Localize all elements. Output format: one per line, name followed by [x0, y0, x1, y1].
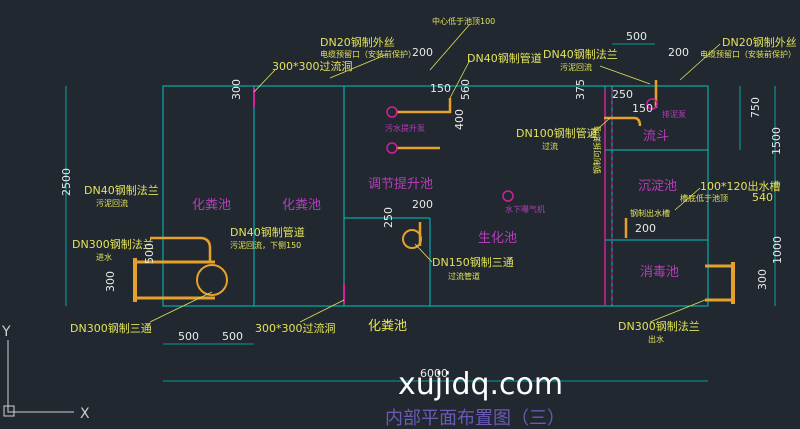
leader-outlet [649, 299, 706, 323]
aerator-label: 水下曝气机 [505, 204, 545, 214]
dim-560: 560 [459, 79, 472, 100]
dn300-tee-label: DN300钢制三通 [70, 322, 152, 335]
pump-lift-label: 污水提升泵 [385, 123, 425, 133]
leader-center [429, 23, 471, 71]
dn20-right-line1: DN20钢制外丝 [722, 36, 797, 49]
hole-top-label: 300*300过流洞 [272, 59, 353, 73]
dimension-lines [65, 43, 776, 382]
dn300-out-line2: 出水 [648, 334, 664, 344]
leader-weir [674, 187, 701, 211]
dim-150: 150 [430, 82, 451, 95]
leader-dn40-top [449, 59, 471, 99]
dim-200-top-right: 200 [668, 46, 689, 59]
zone-septic-1: 化粪池 [192, 198, 231, 213]
aerator-icon [502, 190, 514, 202]
dn150-tee [402, 229, 422, 249]
drawing-title: 内部平面布置图（三） [385, 408, 565, 429]
dim-500-bot-b: 500 [222, 330, 243, 343]
dim-250-mid: 250 [382, 207, 395, 228]
leader-dn100 [589, 117, 611, 137]
zone-regulating: 调节提升池 [368, 176, 433, 192]
dn40-right-line2: 污泥回流 [560, 62, 592, 72]
tank-outline [162, 85, 709, 307]
dn100-line1: DN100钢制管道 [516, 126, 598, 140]
hole-markers [253, 88, 613, 306]
outlet-trough-label: 钢制出水槽 [630, 208, 670, 218]
zone-flow-trough: 流斗 [643, 129, 669, 144]
zone-disinfection: 消毒池 [640, 265, 679, 280]
dn40-left-line2: 污泥回流 [96, 198, 128, 208]
dn100-overflow [604, 116, 642, 127]
axis-x-label: X [80, 406, 90, 422]
dn40-mid-line1: DN40钢制管道 [230, 225, 305, 239]
dim-1000: 1000 [771, 236, 784, 264]
sludge-return-left [150, 236, 212, 262]
dn40-left-line1: DN40钢制法兰 [84, 183, 159, 197]
zone-biochem: 生化池 [478, 231, 517, 246]
dim-200-mid2: 200 [635, 222, 656, 235]
vert-wall-label: 钢制可拆卸墙 [592, 126, 602, 174]
leader-hole-bottom [299, 299, 345, 323]
dn40-right-line1: DN40钢制法兰 [543, 47, 618, 61]
lift-pump-2-icon [386, 142, 398, 154]
dim-1500: 1500 [770, 127, 783, 155]
dn150-line1: DN150钢制三通 [432, 256, 514, 269]
pump-sludge-label: 排泥泵 [662, 109, 686, 119]
dim-400: 400 [453, 109, 466, 130]
dn300-in-line1: DN300钢制法兰 [72, 237, 154, 251]
lift-pump-pipe-1 [396, 98, 452, 114]
axis-y-label: Y [1, 324, 11, 340]
dim-500-top: 500 [626, 30, 647, 43]
zone-septic-bottom: 化粪池 [368, 319, 407, 334]
leader-lines [149, 23, 721, 323]
hole-bottom-label: 300*300过流洞 [255, 321, 336, 335]
dim-300-right: 300 [756, 269, 769, 290]
dim-500-bot-a: 500 [178, 330, 199, 343]
dim-300-left-bot: 300 [104, 271, 117, 292]
dim-200-top-left: 200 [412, 46, 433, 59]
dim-300-left-top: 300 [230, 79, 243, 100]
dn300-in-line2: 进水 [96, 252, 112, 262]
leader-dn20-right [679, 43, 721, 81]
dim-2500: 2500 [60, 168, 73, 196]
dim-250-top: 250 [612, 88, 633, 101]
ucs-axis-icon [3, 340, 74, 417]
dn100-line2: 过流 [542, 141, 558, 151]
weir-line2: 槽底低于池顶 [680, 193, 728, 203]
dn150-line2: 过流管道 [448, 271, 480, 281]
leader-dn20-left [329, 54, 386, 79]
dim-375: 375 [574, 79, 587, 100]
dn40-top-label: DN40钢制管道 [467, 51, 542, 65]
dim-6000: 6000 [420, 367, 448, 380]
lift-pump-1-icon [386, 106, 398, 118]
pipes [133, 80, 735, 304]
dim-150-right: 150 [632, 102, 653, 115]
dim-500-left: 500 [143, 243, 156, 264]
center-low-label: 中心低于池顶100 [432, 16, 495, 26]
watermark: xujidq.com [398, 367, 563, 402]
zone-septic-2: 化粪池 [282, 198, 321, 213]
dn20-left-line2: 电缆预留口（安装前保护） [320, 49, 416, 59]
dn20-left-line1: DN20钢制外丝 [320, 36, 395, 49]
dn300-out-line1: DN300钢制法兰 [618, 319, 700, 333]
sludge-pump-icon [646, 98, 658, 110]
leader-dn300-tee [149, 291, 213, 323]
dim-750: 750 [749, 97, 762, 118]
weir-line1: 100*120出水槽 [700, 179, 781, 193]
dn40-mid-line2: 污泥回流，下侧150 [230, 240, 301, 250]
weir-line3: 540 [752, 191, 773, 204]
dn20-right-line2: 电缆预留口（安装前保护） [700, 49, 796, 59]
zone-sedimentation: 沉淀池 [638, 179, 677, 194]
pump-symbols [386, 98, 658, 202]
leader-dn150 [414, 243, 433, 263]
leader-hole-top [253, 69, 276, 93]
leader-dn40-right [599, 65, 651, 85]
dim-200-mid: 200 [412, 198, 433, 211]
ucs-axis-lines [7, 340, 74, 413]
ucs-origin-box [3, 405, 15, 417]
inlet-tee [196, 264, 228, 296]
